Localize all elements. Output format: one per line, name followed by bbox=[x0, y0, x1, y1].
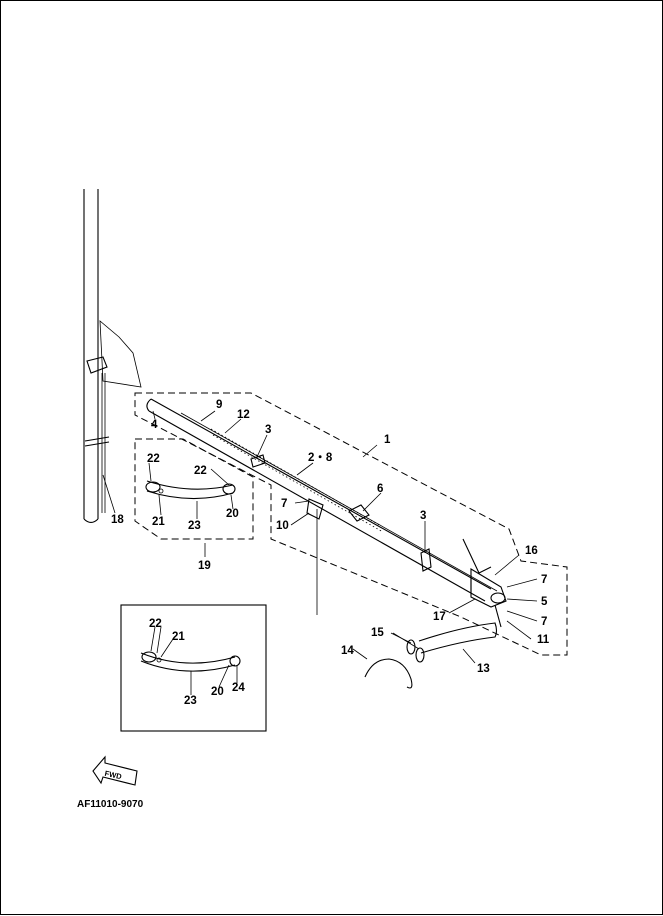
callout-14: 14 bbox=[341, 645, 354, 657]
callout-18: 18 bbox=[111, 514, 124, 526]
boom-assembly-outline bbox=[134, 392, 568, 656]
callout-6: 6 bbox=[377, 483, 383, 495]
fwd-arrow-icon: FWD bbox=[92, 755, 138, 786]
callout-labels: 1 2・8 3 3 4 5 6 7 7 7 9 10 11 12 13 14 1… bbox=[111, 399, 550, 707]
callout-1: 1 bbox=[384, 434, 391, 446]
inset-callout-23: 23 bbox=[184, 695, 197, 707]
strap-assembly bbox=[145, 480, 236, 500]
callout-17: 17 bbox=[433, 611, 446, 623]
callout-9: 9 bbox=[216, 399, 222, 411]
inset-strap bbox=[140, 651, 241, 672]
callout-22-right: 22 bbox=[194, 465, 207, 477]
drawing-code: AF11010-9070 bbox=[77, 799, 144, 810]
callout-3-upper: 3 bbox=[265, 424, 271, 436]
callout-23: 23 bbox=[188, 520, 201, 532]
inset-callout-20: 20 bbox=[211, 686, 224, 698]
callout-7-upper: 7 bbox=[541, 574, 547, 586]
callout-20: 20 bbox=[226, 508, 239, 520]
callout-16: 16 bbox=[525, 545, 538, 557]
callout-2-8: 2・8 bbox=[308, 452, 333, 464]
callout-13: 13 bbox=[477, 663, 490, 675]
main-sheet bbox=[418, 622, 498, 654]
callout-7-left: 7 bbox=[281, 498, 287, 510]
inset-callout-24: 24 bbox=[232, 682, 245, 694]
callout-12: 12 bbox=[237, 409, 250, 421]
callout-21: 21 bbox=[152, 516, 165, 528]
sail-fragment bbox=[99, 320, 142, 388]
callout-19: 19 bbox=[198, 560, 211, 572]
boom bbox=[146, 398, 507, 628]
leader-lines bbox=[102, 410, 538, 695]
callout-11: 11 bbox=[537, 634, 550, 646]
callout-22-left: 22 bbox=[147, 453, 160, 465]
callout-15: 15 bbox=[371, 627, 384, 639]
rope bbox=[364, 658, 413, 689]
inset-callout-21: 21 bbox=[172, 631, 185, 643]
callout-4: 4 bbox=[151, 419, 158, 431]
strap-kit-outline bbox=[134, 438, 254, 540]
inset-box bbox=[120, 604, 267, 732]
boom-fittings bbox=[250, 454, 432, 572]
inset-callout-22: 22 bbox=[149, 618, 162, 630]
callout-7-lower: 7 bbox=[541, 616, 547, 628]
fwd-label: FWD bbox=[104, 769, 123, 781]
mast bbox=[83, 189, 110, 524]
callout-3-lower: 3 bbox=[420, 510, 426, 522]
callout-10: 10 bbox=[276, 520, 289, 532]
callout-5: 5 bbox=[541, 596, 548, 608]
